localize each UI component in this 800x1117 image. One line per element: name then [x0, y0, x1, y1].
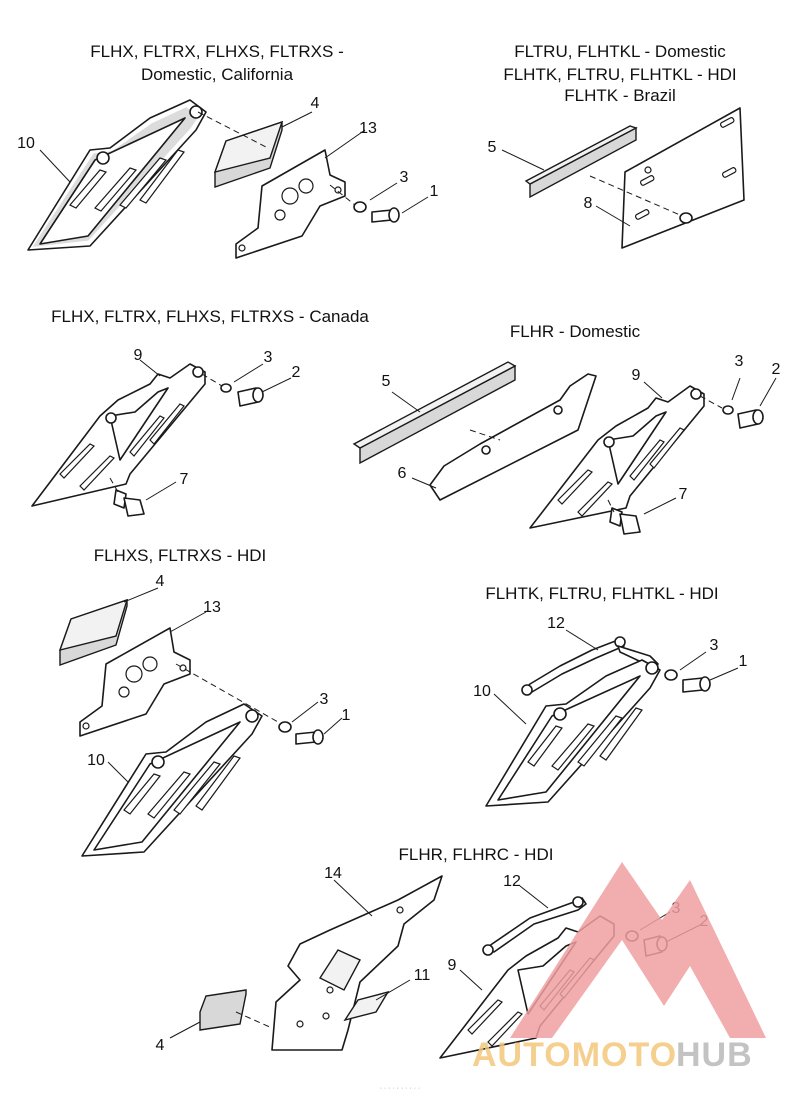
callout-label: 4: [156, 573, 165, 590]
callout-label: 3: [400, 169, 409, 186]
group-title-line: FLHTK - Brazil: [564, 86, 675, 105]
callout-label: 9: [632, 367, 641, 384]
washer-part-3: [278, 721, 292, 733]
callout-label: 3: [735, 353, 744, 370]
group-flhr-domestic: FLHR - Domestic: [352, 322, 781, 535]
group-title-line: FLHX, FLTRX, FLHXS, FLTRXS - Canada: [51, 307, 369, 326]
watermark-text-primary: AUTOMOTO: [472, 1036, 677, 1074]
group-title-line: FLHXS, FLTRXS - HDI: [94, 546, 267, 565]
callout-label: 4: [311, 95, 320, 112]
callout-label: 12: [503, 873, 521, 890]
group-fltru-domestic: FLTRU, FLHTKL - Domestic FLHTK, FLTRU, F…: [488, 42, 745, 249]
watermark-triangle-icon: [510, 862, 766, 1038]
callout-label: 6: [398, 465, 407, 482]
callout-label: 10: [17, 135, 35, 152]
group-flhtk-hdi: FLHTK, FLTRU, FLHTKL - HDI 12 3 1: [473, 584, 748, 807]
pad-part-4: [199, 989, 247, 1031]
plate-part-13: [79, 627, 191, 737]
knob-part-7: [113, 489, 145, 517]
knob-part-7: [609, 507, 641, 535]
callout-label: 9: [448, 957, 457, 974]
license-plate-bracket-part-8: [621, 107, 745, 249]
group-title-line: FLHR - Domestic: [510, 322, 641, 341]
callout-label: 8: [584, 195, 593, 212]
callout-label: 10: [87, 752, 105, 769]
group-flhx-domestic: FLHX, FLTRX, FLHXS, FLTRXS - Domestic, C…: [17, 42, 439, 259]
footer-text: · · · · · · · · · ·: [380, 1085, 421, 1092]
callout-label: 4: [156, 1037, 165, 1054]
washer-part-3: [664, 669, 678, 681]
screw-part-2: [237, 387, 264, 407]
bar-part-12: [482, 896, 587, 956]
bracket-part-10: [81, 703, 263, 857]
bracket-part-10: [27, 99, 207, 251]
callout-label: 5: [382, 373, 391, 390]
bracket-part-10: [485, 659, 661, 807]
callout-label: 14: [324, 865, 342, 882]
callout-label: 9: [134, 347, 143, 364]
washer-part-3: [722, 405, 734, 415]
watermark-text-secondary: HUB: [676, 1036, 753, 1074]
callout-label: 7: [180, 471, 189, 488]
group-title-line: FLHTK, FLTRU, FLHTKL - HDI: [503, 65, 736, 84]
callout-label: 5: [488, 139, 497, 156]
screw-part-1: [371, 207, 400, 223]
callout-label: 3: [710, 637, 719, 654]
plate-part-13: [235, 149, 346, 259]
washer-part-3: [353, 201, 367, 213]
group-title-line: FLHTK, FLTRU, FLHTKL - HDI: [485, 584, 718, 603]
group-title-line: FLHX, FLTRX, FLHXS, FLTRXS -: [90, 42, 343, 61]
group-title-line: FLHR, FLHRC - HDI: [399, 845, 554, 864]
bracket-part-9: [529, 385, 705, 529]
group-flhxs-hdi: FLHXS, FLTRXS - HDI: [58, 546, 351, 857]
watermark-logo: AUTOMOTO HUB: [472, 862, 766, 1074]
group-title-line: FLTRU, FLHTKL - Domestic: [514, 42, 726, 61]
callout-label: 2: [292, 364, 301, 381]
screw-part-2: [737, 409, 764, 429]
callout-label: 1: [430, 183, 439, 200]
callout-label: 7: [679, 486, 688, 503]
callout-label: 3: [320, 691, 329, 708]
washer-part-3: [220, 383, 232, 393]
callout-label: 13: [203, 599, 221, 616]
callout-label: 1: [739, 653, 748, 670]
callout-label: 13: [359, 120, 377, 137]
screw-part-1: [682, 676, 711, 693]
callout-label: 10: [473, 683, 491, 700]
bracket-part-9: [31, 363, 206, 507]
callout-label: 3: [264, 349, 273, 366]
screw-part-1: [295, 729, 324, 745]
callout-label: 12: [547, 615, 565, 632]
strip-part-5: [529, 126, 637, 199]
callout-label: 2: [772, 361, 781, 378]
callout-label: 1: [342, 707, 351, 724]
group-title-line: Domestic, California: [141, 65, 294, 84]
rail-part-6: [429, 373, 597, 501]
group-flhx-canada: FLHX, FLTRX, FLHXS, FLTRXS - Canada 9 3: [31, 307, 369, 517]
callout-label: 11: [414, 967, 431, 984]
